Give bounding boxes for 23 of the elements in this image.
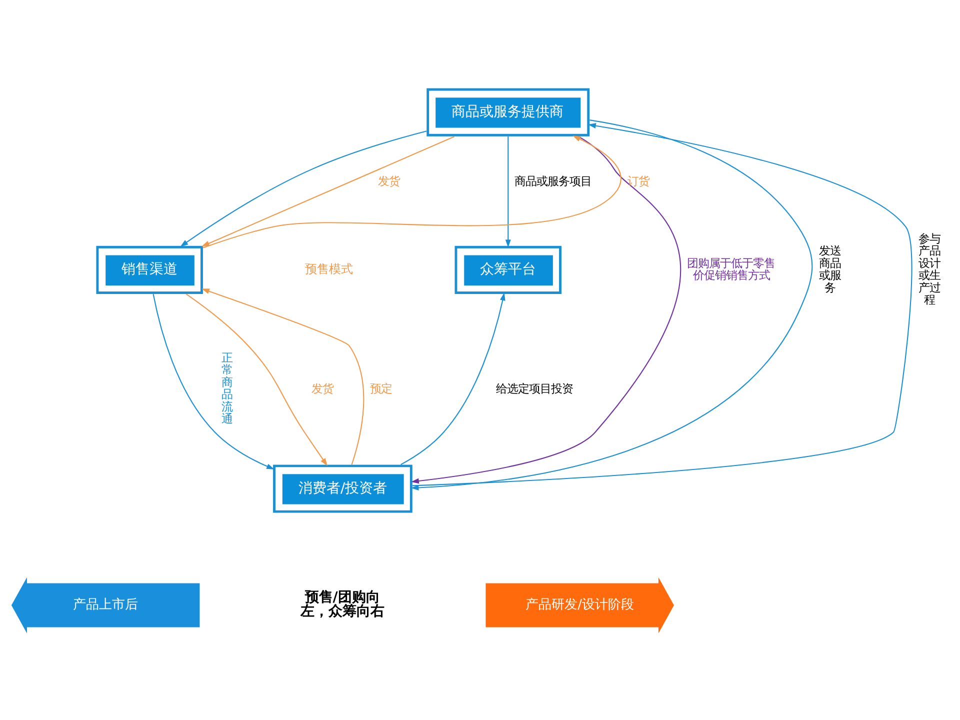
edge-label: 发货 [378,174,400,188]
arrow [202,136,622,248]
arrow [202,136,455,247]
edge-label: 预定 [370,381,392,396]
edge-label: 参与产品设计或生产过程 [918,231,940,307]
edge-label: 发送商品或服务 [818,244,841,294]
arrow [412,123,912,486]
arrow [505,136,511,248]
edge-label: 团购属于低于零售价促销销售方式 [686,256,775,282]
label: 预售模式 [304,262,353,276]
arrow [411,136,681,484]
edge-label: 发货 [311,381,334,396]
edge-label: 订货 [627,174,650,188]
arrow [186,294,328,466]
edge-label: 商品或服务项目 [514,174,592,188]
arrow [202,288,364,465]
edge-label: 正常商品流通 [222,350,233,426]
arrow [152,294,274,470]
arrow [410,120,813,490]
arrow [180,130,427,247]
edge-label: 给选定项目投资 [496,381,573,396]
arrow [400,292,506,466]
label: 预售/团购向左，众筹向右 [300,590,384,620]
